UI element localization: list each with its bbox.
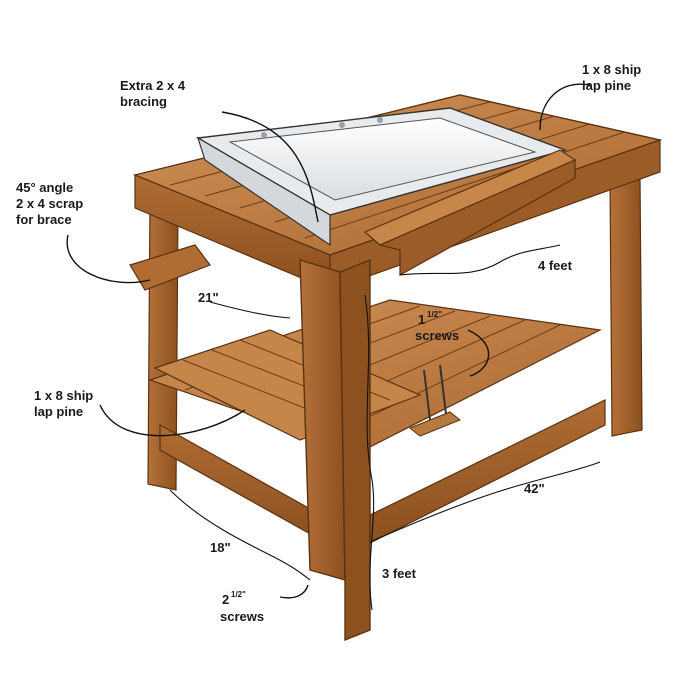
angle-label-line3: for brace bbox=[16, 212, 72, 227]
width-4ft-dim bbox=[399, 244, 561, 276]
angle-callout-line bbox=[66, 234, 151, 284]
shiplap-top-label-line1: 1 x 8 ship bbox=[582, 62, 641, 77]
screws-large-callout-line bbox=[279, 584, 309, 599]
bracing-label-line2: bracing bbox=[120, 94, 167, 109]
shiplap-side-callout-line bbox=[99, 404, 246, 437]
screws-large-num: 2 bbox=[222, 592, 229, 607]
front-right-leg bbox=[339, 258, 371, 642]
screws-large-word: screws bbox=[220, 609, 264, 624]
height-3ft-label: 3 feet bbox=[382, 566, 417, 581]
screws-small-callout-line bbox=[467, 329, 490, 377]
length-42-dim bbox=[369, 461, 601, 543]
back-right-leg bbox=[609, 174, 643, 437]
height-3ft-dim bbox=[364, 294, 375, 611]
sink bbox=[195, 107, 568, 247]
angle-label-line2: 2 x 4 scrap bbox=[16, 196, 83, 211]
shiplap-top-label-line2: lap pine bbox=[582, 78, 631, 93]
screws-small-num: 1 bbox=[418, 312, 425, 327]
angle-label-line1: 45° angle bbox=[16, 180, 73, 195]
extra-bracing-board bbox=[363, 149, 577, 277]
screws-large-frac: 1/2" bbox=[231, 590, 246, 599]
lower-shelf bbox=[148, 299, 602, 453]
shiplap-side-label-line1: 1 x 8 ship bbox=[34, 388, 93, 403]
length-42-label: 42" bbox=[524, 481, 545, 496]
shiplap-side-label-line2: lap pine bbox=[34, 404, 83, 419]
shiplap-top-callout-line bbox=[539, 83, 591, 131]
depth-18-dim bbox=[169, 489, 311, 581]
screws-small-word: screws bbox=[415, 328, 459, 343]
depth-21-label: 21" bbox=[198, 290, 219, 305]
bracing-callout-line bbox=[221, 111, 319, 223]
depth-18-label: 18" bbox=[210, 540, 231, 555]
screws-small-frac: 1/2" bbox=[427, 310, 442, 319]
bracing-label-line1: Extra 2 x 4 bbox=[120, 78, 186, 93]
depth-21-dim bbox=[209, 301, 291, 319]
width-4ft-label: 4 feet bbox=[538, 258, 573, 273]
